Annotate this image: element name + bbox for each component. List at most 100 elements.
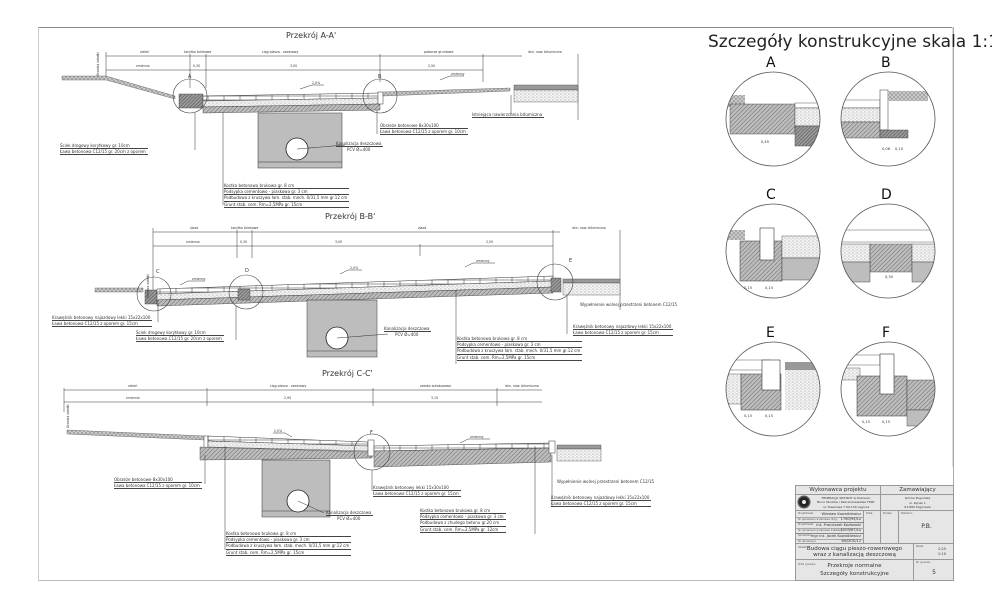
note-fill: Wypełnienie wolnej przestrzeni betonem C… — [580, 302, 678, 307]
detail-c-letter: C — [766, 187, 776, 203]
detail-a-letter: A — [766, 55, 776, 71]
contractor-box: FEDERACJA SNT-NOT w Poznaniu Biuro Studi… — [796, 495, 881, 511]
client-header: Zamawiający — [881, 486, 954, 495]
note-curb-right: Krawężnik betonowy najazdowy lekki 15x22… — [573, 324, 674, 337]
sheet-frame — [38, 27, 954, 581]
section-a-title: Przekrój A-A' — [286, 31, 337, 40]
detail-d-drawing — [840, 203, 936, 299]
dim-label: zmienna — [136, 64, 150, 68]
drawing-number: 5 — [932, 569, 936, 576]
slope-label: 2,0% — [350, 266, 359, 270]
slope-label: zmienny — [476, 259, 490, 263]
scale-box: Skala: 1:25 1:10 — [914, 544, 954, 560]
object-box: Obiekt: Budowa ciągu pieszo-rowerowego w… — [796, 544, 914, 560]
dim-label: 3,00 — [290, 64, 298, 68]
drawing-title-box: Tytuł rysunku: Przekroje normalne Szczeg… — [796, 560, 914, 581]
object-line: Budowa ciągu pieszo-rowerowego — [806, 545, 903, 552]
stage-box: Stadium: P.B. — [899, 511, 954, 544]
slope-label: zmienny — [470, 435, 484, 439]
dim-label: 0,30 — [193, 64, 201, 68]
date-label: Data: — [866, 512, 874, 515]
detail-a-drawing — [725, 71, 821, 167]
dim-label: zieleń — [140, 50, 150, 54]
dim-label: istn. naw. bitumiczna — [505, 384, 539, 388]
callout-d: D — [245, 268, 249, 274]
detail-dim: 0,15 — [882, 420, 891, 424]
row-label: Projektował: — [798, 512, 814, 515]
dim-label: pobocze gruntowe — [424, 50, 454, 54]
row-value: 80/DOS/12 — [841, 539, 861, 543]
detail-dim: 0,45 — [761, 140, 770, 144]
note-existing-surface: Istniejąca nawierzchnia bitumiczna — [472, 112, 545, 119]
contractor-line: ul. Towarowa 7 60-150 Legnica — [822, 504, 870, 509]
scale-label: Skala: — [916, 545, 924, 548]
detail-dim: 0,10 — [895, 147, 904, 151]
detail-dim: 0,15 — [744, 414, 753, 418]
company-logo-icon — [799, 497, 809, 507]
section-c-c — [63, 388, 602, 550]
drawing-title-line: Przekroje normalne — [827, 563, 882, 569]
dim-label: 3,00 — [335, 240, 343, 244]
contractor-line: Biuro Studiów i Rzeczoznawstwa FSNT — [817, 500, 875, 505]
dim-label: korytko ściekowe — [231, 226, 259, 230]
dim-label: 3,15 — [431, 396, 439, 400]
object-label: Obiekt: — [798, 546, 808, 549]
row-label: Sprawdził: — [798, 534, 812, 537]
dim-label: zatoka autobusowa — [420, 384, 451, 388]
row-label: Projektował: — [798, 523, 814, 526]
section-b-b — [94, 228, 621, 364]
details-drawing — [725, 71, 936, 437]
detail-dim: 0,15 — [862, 420, 871, 424]
drawing-label: Tytuł rysunku: — [798, 563, 817, 566]
stage-value: P.B. — [921, 523, 932, 530]
dim-label: zjazd — [190, 226, 199, 230]
detail-b-drawing — [840, 71, 936, 167]
client-line: 63-860 Pogorzela — [904, 505, 931, 509]
boundary-label: Granica działki — [96, 52, 100, 76]
dim-label: 0,30 — [240, 240, 248, 244]
contractor-header: Wykonawca projektu — [796, 486, 881, 495]
dim-label: zmienna — [186, 240, 200, 244]
dim-label: korytko ściekowe — [184, 50, 212, 54]
slope-label: 2,0% — [312, 81, 321, 85]
note-fill: Wypełnienie wolnej przestrzeni betonem C… — [557, 479, 655, 484]
row-label: Nr uprawnień w zakresie dróg: — [798, 517, 838, 521]
boundary-label: Granica działki — [146, 274, 150, 298]
detail-f-letter: F — [882, 325, 891, 341]
callout-c: C — [156, 269, 160, 275]
signature-label: Podpis: — [883, 512, 893, 515]
detail-dim: 0,30 — [885, 275, 894, 279]
row-value: 1760/94/Lu — [840, 517, 861, 521]
note-curb-right: Krawężnik betonowy najazdowy lekki 15x22… — [551, 495, 652, 508]
slope-label: 2,0% — [274, 429, 283, 433]
client-box: Gmina Pogorzela ul. Rynek 1 63-860 Pogor… — [881, 495, 954, 511]
dim-label: ciąg pieszo - rowerowy — [270, 384, 307, 388]
row-value: 1009/87/Lu — [840, 528, 861, 532]
detail-c-drawing — [725, 203, 821, 299]
row-value: mgr inż. Jacek Kowalkiewicz — [810, 533, 861, 538]
callout-a: A — [188, 74, 192, 80]
section-b-title: Przekrój B-B' — [325, 212, 376, 221]
client-line: ul. Rynek 1 — [909, 500, 926, 505]
drawing-number-box: Nr rysunku: 5 — [914, 560, 954, 581]
detail-e-drawing — [725, 341, 821, 437]
detail-d-letter: D — [881, 187, 892, 203]
row-label: Nr uprawnień w zakresie instalacji: — [798, 528, 844, 532]
dim-label: zjazd — [418, 226, 427, 230]
dim-label: zmienna — [126, 396, 140, 400]
slope-label: zmienny — [451, 72, 465, 76]
dim-label: istn. naw. bitumiczna — [528, 50, 562, 54]
drawing-title-line: Szczegóły konstrukcyjne — [820, 570, 889, 577]
dim-label: 2,95 — [284, 396, 292, 400]
callout-f: F — [370, 430, 373, 436]
dim-label: 2,50 — [486, 240, 494, 244]
row-value: inż. Franciszek Kozłowski — [816, 522, 861, 527]
note-curb: Krawężnik betonowy najazdowy lekki 15x22… — [52, 315, 153, 328]
